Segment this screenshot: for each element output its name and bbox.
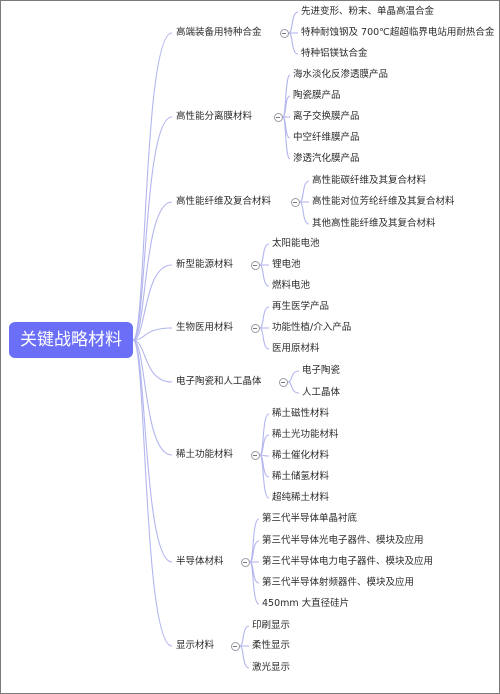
category-to-item-connector [249,518,260,563]
collapse-toggle-icon[interactable] [278,377,288,387]
leaf-item-label[interactable]: 450mm 大直径硅片 [262,598,350,609]
root-label: 关键战略材料 [20,330,122,350]
root-to-category-connector [132,339,173,383]
category-label[interactable]: 显示材料 [176,640,215,651]
category-label[interactable]: 电子陶瓷和人工晶体 [176,376,262,387]
category-to-item-connector [287,381,300,394]
leaf-item-label[interactable]: 海水淡化反渗透膜产品 [293,69,389,80]
category-label[interactable]: 半导体材料 [176,556,224,567]
leaf-item-label[interactable]: 特种铝镁钛合金 [301,48,368,59]
leaf-item-label[interactable]: 稀土光功能材料 [272,429,339,440]
category-to-item-connector [239,625,250,647]
root-to-category-connector [132,339,173,647]
category-to-item-connector [249,561,260,605]
collapse-toggle-icon[interactable] [273,112,283,122]
leaf-item-label[interactable]: 离子交换膜产品 [293,111,360,122]
leaf-item-label[interactable]: 功能性植/介入产品 [272,322,352,333]
leaf-item-label[interactable]: 第三代半导体射频器件、模块及应用 [262,577,415,588]
leaf-item-label[interactable]: 其他高性能纤维及其复合材料 [312,218,436,229]
category-to-item-connector [249,540,260,563]
leaf-item-label[interactable]: 高性能碳纤维及其复合材料 [312,175,427,186]
category-to-item-connector [299,180,310,203]
category-label[interactable]: 稀土功能材料 [176,449,234,460]
category-to-item-connector [259,243,270,266]
collapse-toggle-icon[interactable] [250,323,260,333]
leaf-item-label[interactable]: 太阳能电池 [272,238,320,249]
category-to-item-connector [288,32,299,55]
leaf-item-label[interactable]: 医用原材料 [272,343,320,354]
root-to-category-connector [132,116,173,341]
leaf-item-label[interactable]: 稀土磁性材料 [272,408,330,419]
category-label[interactable]: 高性能分离膜材料 [176,111,253,122]
leaf-item-label[interactable]: 先进变形、粉末、单晶高温合金 [301,6,435,17]
category-to-item-connector [288,11,299,34]
category-label[interactable]: 生物医用材料 [176,322,234,333]
root-to-category-connector [132,264,173,341]
leaf-item-label[interactable]: 印刷显示 [252,620,291,631]
root-to-category-connector [132,32,173,341]
leaf-item-label[interactable]: 人工晶体 [302,387,341,398]
root-node[interactable]: 关键战略材料 [9,322,133,358]
category-to-item-connector [287,370,300,383]
leaf-item-label[interactable]: 渗透汽化膜产品 [293,153,360,164]
category-to-item-connector [259,454,270,499]
root-to-category-connector [132,201,173,341]
category-to-item-connector [259,327,270,350]
category-to-item-connector [282,95,291,118]
leaf-item-label[interactable]: 陶瓷膜产品 [293,90,341,101]
leaf-item-label[interactable]: 第三代半导体电力电子器件、模块及应用 [262,556,434,567]
category-label[interactable]: 高端装备用特种合金 [176,27,262,38]
root-to-category-connector [132,339,173,563]
category-label[interactable]: 高性能纤维及复合材料 [176,196,272,207]
leaf-item-label[interactable]: 第三代半导体光电子器件、模块及应用 [262,535,424,546]
category-to-item-connector [299,201,310,225]
leaf-item-label[interactable]: 稀土储氢材料 [272,471,330,482]
leaf-item-label[interactable]: 特种耐蚀钢及 700℃超超临界电站用耐热合金 [301,27,495,38]
collapse-toggle-icon[interactable] [279,28,289,38]
category-to-item-connector [282,116,291,160]
leaf-item-label[interactable]: 锂电池 [272,259,301,270]
root-to-category-connector [132,339,173,456]
category-to-item-connector [239,645,250,669]
leaf-item-label[interactable]: 激光显示 [252,662,291,673]
collapse-toggle-icon[interactable] [240,557,250,567]
collapse-toggle-icon[interactable] [230,641,240,651]
category-label[interactable]: 新型能源材料 [176,259,234,270]
category-to-item-connector [259,413,270,456]
category-to-item-connector [259,306,270,329]
collapse-toggle-icon[interactable] [250,450,260,460]
category-to-item-connector [259,264,270,287]
leaf-item-label[interactable]: 超纯稀土材料 [272,492,330,503]
leaf-item-label[interactable]: 燃料电池 [272,280,311,291]
leaf-item-label[interactable]: 高性能对位芳纶纤维及其复合材料 [312,196,455,207]
category-to-item-connector [259,434,270,456]
root-to-category-connector [132,327,173,341]
leaf-item-label[interactable]: 稀土催化材料 [272,450,330,461]
collapse-toggle-icon[interactable] [290,197,300,207]
leaf-item-label[interactable]: 柔性显示 [252,640,291,651]
leaf-item-label[interactable]: 电子陶瓷 [302,365,341,376]
leaf-item-label[interactable]: 再生医学产品 [272,301,330,312]
leaf-item-label[interactable]: 第三代半导体单晶衬底 [262,513,358,524]
collapse-toggle-icon[interactable] [250,260,260,270]
leaf-item-label[interactable]: 中空纤维膜产品 [293,132,360,143]
